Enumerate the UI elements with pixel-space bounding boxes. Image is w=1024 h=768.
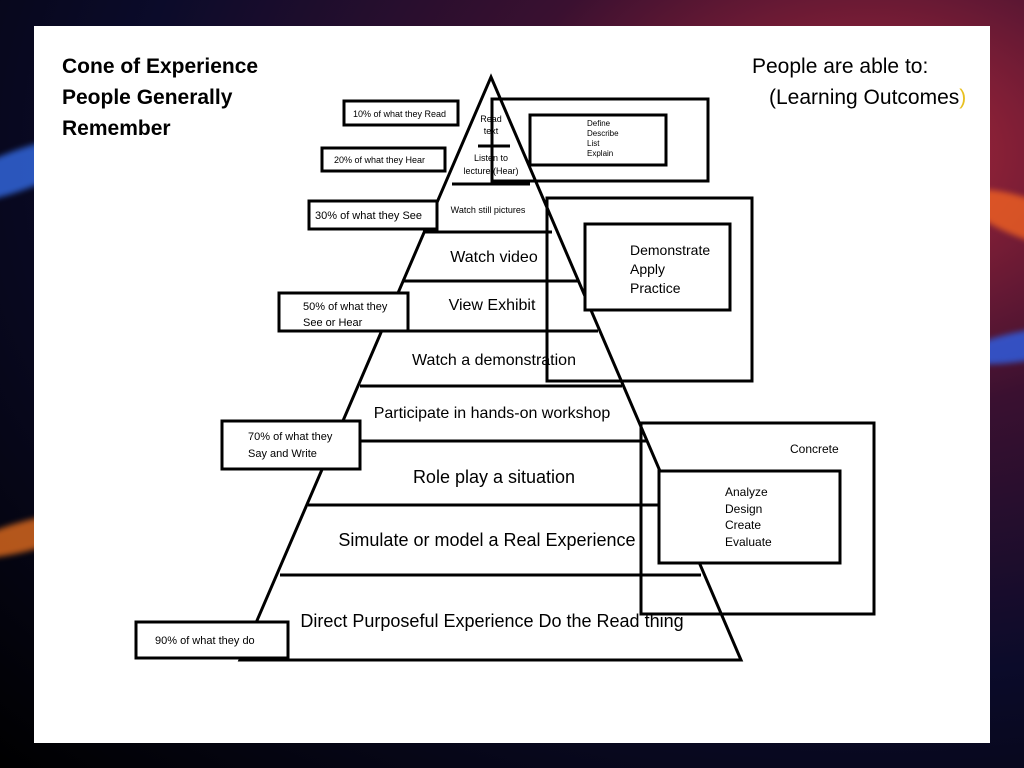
cone-level-text: Watch a demonstration: [412, 352, 576, 369]
retention-box: [320, 146, 447, 173]
retention-box: [220, 419, 362, 471]
outcomes-heading-paren: ): [959, 86, 967, 109]
outcome-text: Describe: [587, 129, 619, 138]
outcome-text: List: [587, 139, 600, 148]
retention-text: 20% of what they Hear: [334, 155, 425, 165]
cone-level-text: View Exhibit: [449, 297, 536, 314]
retention-text: 30% of what they See: [315, 210, 422, 222]
concrete-label: Concrete: [790, 442, 839, 456]
retention-text: 10% of what they Read: [353, 109, 446, 119]
cone-level-text: Listen to: [474, 153, 508, 163]
retention-text: See or Hear: [303, 317, 363, 329]
outcomes-heading-line1: People are able to:: [752, 55, 929, 78]
outcome-text: Define: [587, 119, 611, 128]
outcome-text: Practice: [630, 280, 681, 296]
retention-box: [342, 99, 460, 127]
retention-box: [277, 291, 410, 333]
outcome-box-2: [583, 222, 732, 312]
outcome-bracket-1: [490, 97, 710, 183]
cone-level-text: Watch still pictures: [451, 205, 526, 215]
retention-box: [134, 620, 290, 660]
cone-level-text: Watch video: [450, 249, 538, 266]
outcome-text: Apply: [630, 261, 665, 277]
title-line: Remember: [62, 117, 171, 140]
slide-title: Cone of Experience People Generally Reme…: [62, 51, 322, 144]
outcome-box-1: [528, 113, 668, 167]
outcome-text: Demonstrate: [630, 242, 710, 258]
outcome-text: Evaluate: [725, 535, 772, 549]
retention-text: 70% of what they: [248, 431, 333, 443]
retention-box: [307, 199, 439, 231]
outcome-bracket-2: [545, 196, 754, 383]
cone-level-text: Read: [480, 114, 502, 124]
retention-text: 50% of what they: [303, 301, 388, 313]
cone-level-text: Simulate or model a Real Experience: [338, 530, 635, 550]
retention-text: Say and Write: [248, 448, 317, 460]
cone-level-text: Direct Purposeful Experience Do the Read…: [300, 611, 683, 631]
outcome-text: Create: [725, 518, 761, 532]
outcome-text: Design: [725, 502, 762, 516]
outcome-text: Analyze: [725, 485, 768, 499]
outcomes-heading: People are able to: (Learning Outcomes): [752, 51, 992, 113]
cone-level-text: lecture (Hear): [463, 166, 518, 176]
retention-text: 90% of what they do: [155, 635, 255, 647]
title-line: Cone of Experience: [62, 55, 259, 78]
cone-level-text: Role play a situation: [413, 467, 575, 487]
cone-outline: [237, 73, 744, 662]
outcome-bracket-3: [639, 421, 876, 616]
title-line: People Generally: [62, 86, 233, 109]
cone-level-text: text: [484, 126, 499, 136]
outcome-text: Explain: [587, 149, 613, 158]
cone-level-text: Participate in hands-on workshop: [374, 405, 611, 422]
outcome-box-3: [657, 469, 842, 565]
outcomes-heading-line2: (Learning Outcomes): [752, 82, 992, 113]
outcomes-heading-text: (Learning Outcomes: [769, 86, 960, 109]
